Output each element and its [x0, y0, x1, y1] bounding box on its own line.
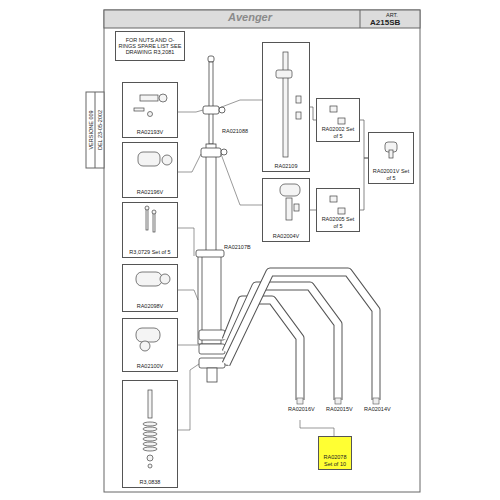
note-box: FOR NUTS AND O-RINGS SPARE LIST SEE DRAW…	[115, 31, 185, 61]
connector-line	[360, 120, 368, 158]
article-label: A215SB	[370, 19, 400, 28]
part-box: R3,0838	[122, 380, 178, 488]
part-box: R3,0729 Set of 5	[122, 202, 178, 258]
part-box: RA02193V	[122, 82, 178, 138]
part-box: RA02196V	[122, 142, 178, 198]
part-number: RA02100V	[137, 363, 164, 369]
part-number: RA02078 Set of 10	[321, 454, 349, 467]
part-box: RA02098V	[122, 264, 178, 312]
part-box: RA02109	[262, 42, 310, 172]
part-number: RA02196V	[137, 189, 164, 195]
part-box: RA02001V Set of 5	[368, 132, 414, 184]
product-title: Avenger	[0, 11, 500, 23]
part-number: RA02098V	[137, 303, 164, 309]
connector-line	[360, 158, 368, 210]
part-number: RA02005 Set of 5	[319, 216, 357, 229]
part-number: R3,0838	[140, 479, 161, 485]
part-number: RA02001V Set of 5	[371, 168, 411, 181]
part-number: RA02193V	[137, 129, 164, 135]
article-label: ART.	[386, 12, 398, 18]
note-text: FOR NUTS AND O-RINGS SPARE LIST SEE DRAW…	[118, 37, 182, 56]
part-number: RA02014V	[364, 406, 391, 412]
part-number: RA02107B	[224, 244, 251, 250]
part-number: RA02015V	[326, 406, 353, 412]
part-box: RA02100V	[122, 318, 178, 372]
part-number: RA02004V	[273, 233, 300, 239]
part-box: RA02005 Set of 5	[316, 188, 360, 232]
part-box: RA02002 Set of 5	[316, 98, 360, 142]
part-box: RA02078 Set of 10	[318, 436, 352, 470]
part-number: RA02109	[275, 163, 298, 169]
part-number: RA021088	[222, 128, 248, 134]
part-box: RA02004V	[262, 178, 310, 242]
part-number: R3,0729 Set of 5	[129, 249, 170, 255]
version-label: DEL 23-05-2002	[96, 110, 102, 150]
part-number: RA02002 Set of 5	[319, 126, 357, 139]
version-label: VERSIONE 009	[87, 110, 93, 149]
part-number: RA02016V	[288, 406, 315, 412]
